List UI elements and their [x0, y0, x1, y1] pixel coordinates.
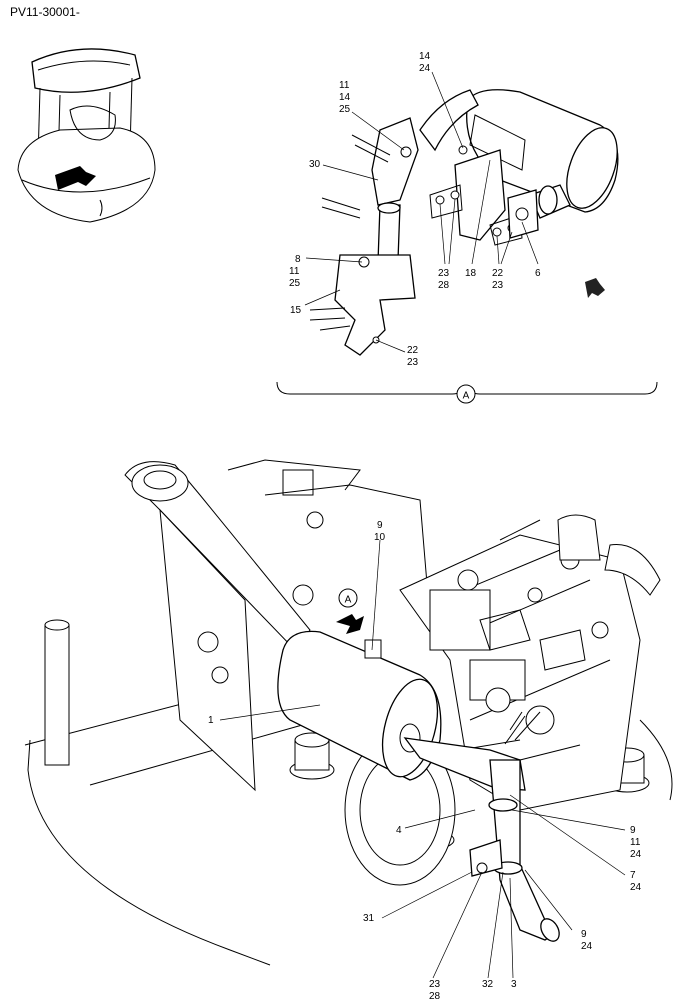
callout-14: 14	[339, 92, 351, 103]
callout-23: 23	[407, 357, 419, 368]
callout-23: 23	[492, 280, 504, 291]
view-marker	[338, 588, 358, 608]
detail-view-a: 14 24 11 14 25 30 8 11 25 15 22 23 23 28…	[276, 51, 658, 404]
callout-24: 24	[419, 63, 431, 74]
arrow-pointer-icon	[55, 166, 96, 190]
diagram-code: PV11-30001-	[10, 5, 80, 19]
callout-7: 7	[630, 870, 636, 881]
callout-23: 23	[438, 268, 450, 279]
callout-23: 23	[429, 979, 441, 990]
callout-31: 31	[363, 913, 375, 924]
callout-11: 11	[630, 837, 641, 848]
callout-22: 22	[492, 268, 504, 279]
callout-10: 10	[374, 532, 386, 543]
callout-8: 8	[295, 254, 301, 265]
callout-9: 9	[630, 825, 636, 836]
callout-15: 15	[290, 305, 302, 316]
view-arrow-icon	[336, 614, 364, 634]
callout-28: 28	[429, 991, 441, 1000]
callout-24: 24	[630, 882, 642, 893]
callout-24: 24	[630, 849, 642, 860]
callout-25: 25	[289, 278, 301, 289]
detail-marker	[456, 384, 476, 404]
callout-18: 18	[465, 268, 477, 279]
callout-9: 9	[377, 520, 383, 531]
main-assembly-view: A 9 10 1 4 9 11 24 7 24 31 9 24 23 28 32…	[24, 459, 673, 1000]
callout-14: 14	[419, 51, 431, 62]
view-marker-label: A	[345, 595, 352, 606]
callout-28: 28	[438, 280, 450, 291]
callout-4: 4	[396, 825, 402, 836]
detail-marker-label: A	[463, 391, 470, 402]
callout-25: 25	[339, 104, 351, 115]
callout-9: 9	[581, 929, 587, 940]
callout-1: 1	[208, 715, 214, 726]
callout-24: 24	[581, 941, 593, 952]
callout-22: 22	[407, 345, 419, 356]
callout-32: 32	[482, 979, 494, 990]
machine-thumbnail	[17, 48, 156, 223]
callout-6: 6	[535, 268, 541, 279]
callout-11: 11	[339, 80, 350, 91]
callout-3: 3	[511, 979, 517, 990]
direction-arrow-icon	[585, 278, 605, 298]
callout-11: 11	[289, 266, 300, 277]
callout-30: 30	[309, 159, 321, 170]
